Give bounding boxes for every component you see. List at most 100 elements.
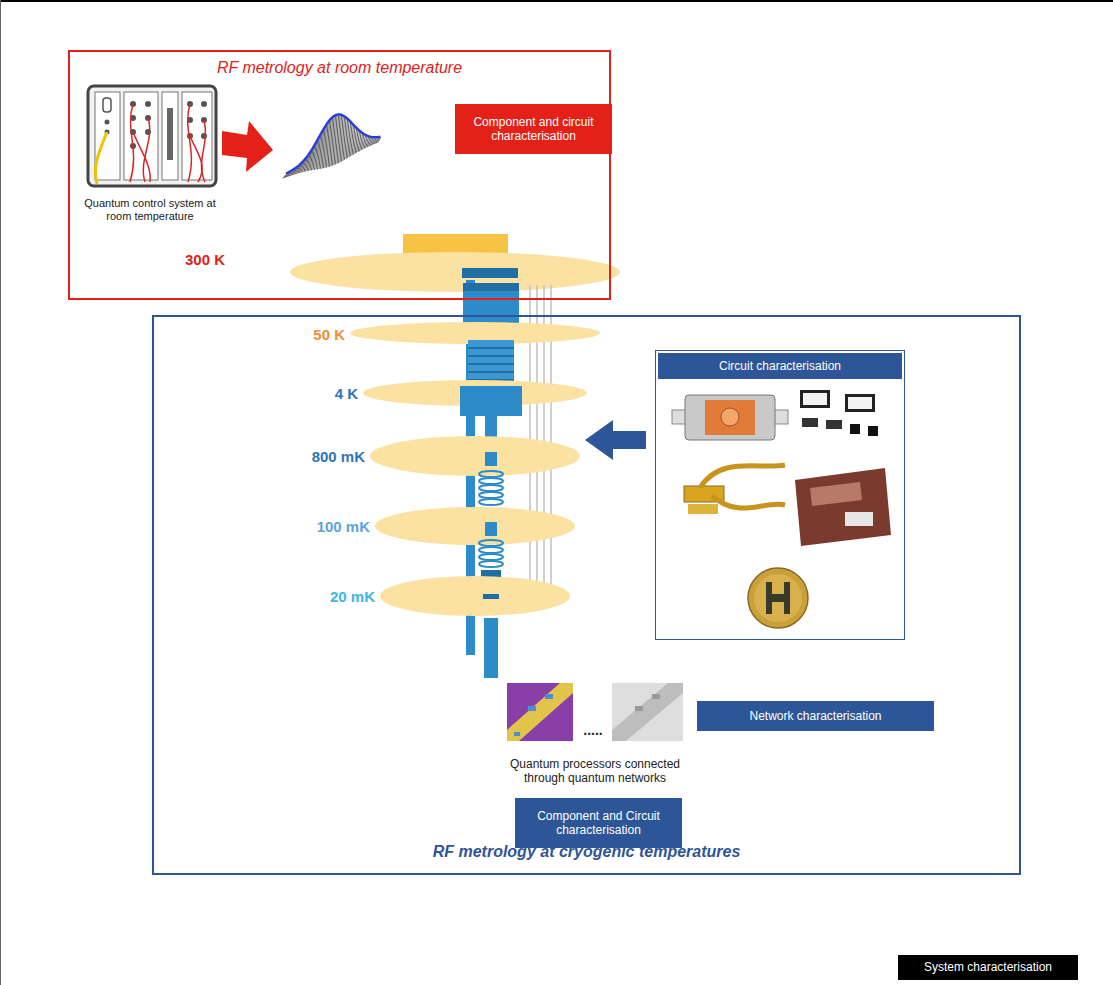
- cryostat-part: [468, 340, 514, 386]
- pcb-photo-part: [810, 482, 862, 506]
- sample-holder-photo-part: [748, 568, 808, 628]
- resistor-photo-part: [850, 424, 860, 434]
- cryostat-part: [468, 347, 514, 349]
- resistor-photo-part: [803, 393, 827, 405]
- pulse-waveform-part: [286, 115, 381, 174]
- cryostat-part: [463, 283, 519, 291]
- cryostat-part: [463, 283, 519, 325]
- cryostat-part: [375, 507, 575, 545]
- region-frame: RF metrology at cryogenic temperaturesCi…: [152, 315, 1021, 875]
- processor-chip-part: [514, 732, 520, 736]
- control-rack-part: [124, 92, 158, 180]
- circulator-photo-part: [705, 400, 755, 435]
- cryostat-part: [479, 485, 503, 491]
- component-panel: Circuit characterisation: [655, 350, 905, 640]
- blue-arrow-part: [585, 420, 646, 460]
- temperature-label: 300 K: [185, 251, 265, 269]
- control-rack-part: [162, 92, 178, 180]
- circulator-photo: [672, 395, 788, 440]
- page-frame-part: [0, 0, 1113, 2]
- region-title: RF metrology at room temperature: [70, 58, 609, 77]
- processor-chip-part: [528, 706, 536, 711]
- cryostat-part: [468, 355, 514, 357]
- sample-holder-photo-part: [766, 582, 790, 614]
- control-rack-part: [167, 108, 173, 160]
- control-rack-part: [201, 101, 207, 107]
- cryostat-part: [483, 594, 499, 599]
- processor-chip-part: [545, 694, 553, 699]
- pulse-waveform-part: [283, 116, 381, 179]
- region-frame: RF metrology at room temperatureComponen…: [68, 50, 611, 300]
- temperature-label: 100 mK: [280, 518, 370, 536]
- cryostat-part: [460, 386, 522, 416]
- process-box: Network characterisation: [697, 701, 934, 731]
- processor-chip-part: [507, 683, 573, 741]
- cryostat-part: [380, 576, 570, 616]
- control-rack-part: [145, 101, 151, 107]
- pcb-photo-part: [795, 468, 891, 546]
- box-label: Network characterisation: [749, 709, 881, 723]
- panel-header: Circuit characterisation: [658, 353, 902, 379]
- device-caption: Quantum control system at room temperatu…: [80, 197, 220, 223]
- cryostat-part: [468, 371, 514, 373]
- control-rack-part: [95, 132, 107, 184]
- page-frame-part: [0, 0, 1, 985]
- cryostat-part: [290, 252, 620, 292]
- control-rack-part: [188, 104, 192, 182]
- temperature-label: 20 mK: [285, 588, 375, 606]
- circulator-photo-part: [774, 410, 788, 424]
- processor-chip-part: [652, 694, 660, 699]
- resistor-photo-part: [802, 418, 818, 427]
- process-box: Component and Circuit characterisation: [515, 798, 682, 848]
- circulator-photo-part: [721, 408, 739, 426]
- box-label: Component and Circuit characterisation: [523, 809, 674, 838]
- cryostat-part: [479, 471, 503, 477]
- flex-cable-photo-part: [688, 504, 718, 514]
- cryostat-part: [485, 522, 497, 536]
- processor-chip: [612, 683, 683, 741]
- control-rack-part: [143, 118, 149, 182]
- circulator-photo-part: [672, 410, 686, 424]
- box-label: Component and circuit characterisation: [463, 115, 604, 144]
- temperature-label: 50 K: [275, 326, 345, 344]
- control-rack-part: [88, 86, 216, 186]
- control-rack: [88, 86, 216, 186]
- flex-cable-photo: [684, 465, 785, 514]
- processor-chip: [507, 683, 573, 741]
- blue-arrow: [585, 420, 646, 460]
- control-rack-part: [133, 132, 150, 182]
- temperature-label: 800 mK: [275, 448, 365, 466]
- control-rack-part: [95, 92, 120, 180]
- cryostat-part: [479, 547, 503, 553]
- cryostat-part: [479, 478, 503, 484]
- cryostat-part: [370, 436, 580, 476]
- resistor-photo-part: [848, 397, 872, 409]
- device-caption: Quantum processors connected through qua…: [502, 757, 688, 786]
- pcb-photo-part: [845, 512, 873, 526]
- control-rack-part: [182, 92, 212, 180]
- red-arrow: [222, 121, 273, 172]
- processor-chip-part: [612, 683, 683, 741]
- red-arrow-part: [222, 121, 273, 172]
- cryostat-part: [468, 363, 514, 365]
- control-rack-part: [103, 98, 111, 112]
- box-label: System characterisation: [924, 960, 1052, 974]
- process-box: Component and circuit characterisation: [455, 104, 612, 154]
- cryostat-part: [479, 561, 503, 567]
- temperature-label: 4 K: [288, 385, 358, 403]
- cryostat-part: [479, 554, 503, 560]
- flex-cable-photo-part: [700, 465, 785, 488]
- resistor-photo-part: [868, 426, 878, 436]
- cryostat-part: [485, 452, 497, 466]
- processor-chip-part: [612, 683, 683, 741]
- pcb-photo: [795, 468, 891, 546]
- cryostat-part: [479, 499, 503, 505]
- pulse-waveform: [283, 115, 381, 179]
- resistor-photo-part: [826, 420, 842, 429]
- sample-holder-photo-part: [754, 574, 802, 622]
- processor-chip-part: [507, 683, 573, 741]
- control-rack-part: [105, 120, 110, 125]
- cryostat-part: [479, 492, 503, 498]
- processor-chip-part: [635, 706, 643, 711]
- ellipsis-mark: .....: [575, 722, 611, 739]
